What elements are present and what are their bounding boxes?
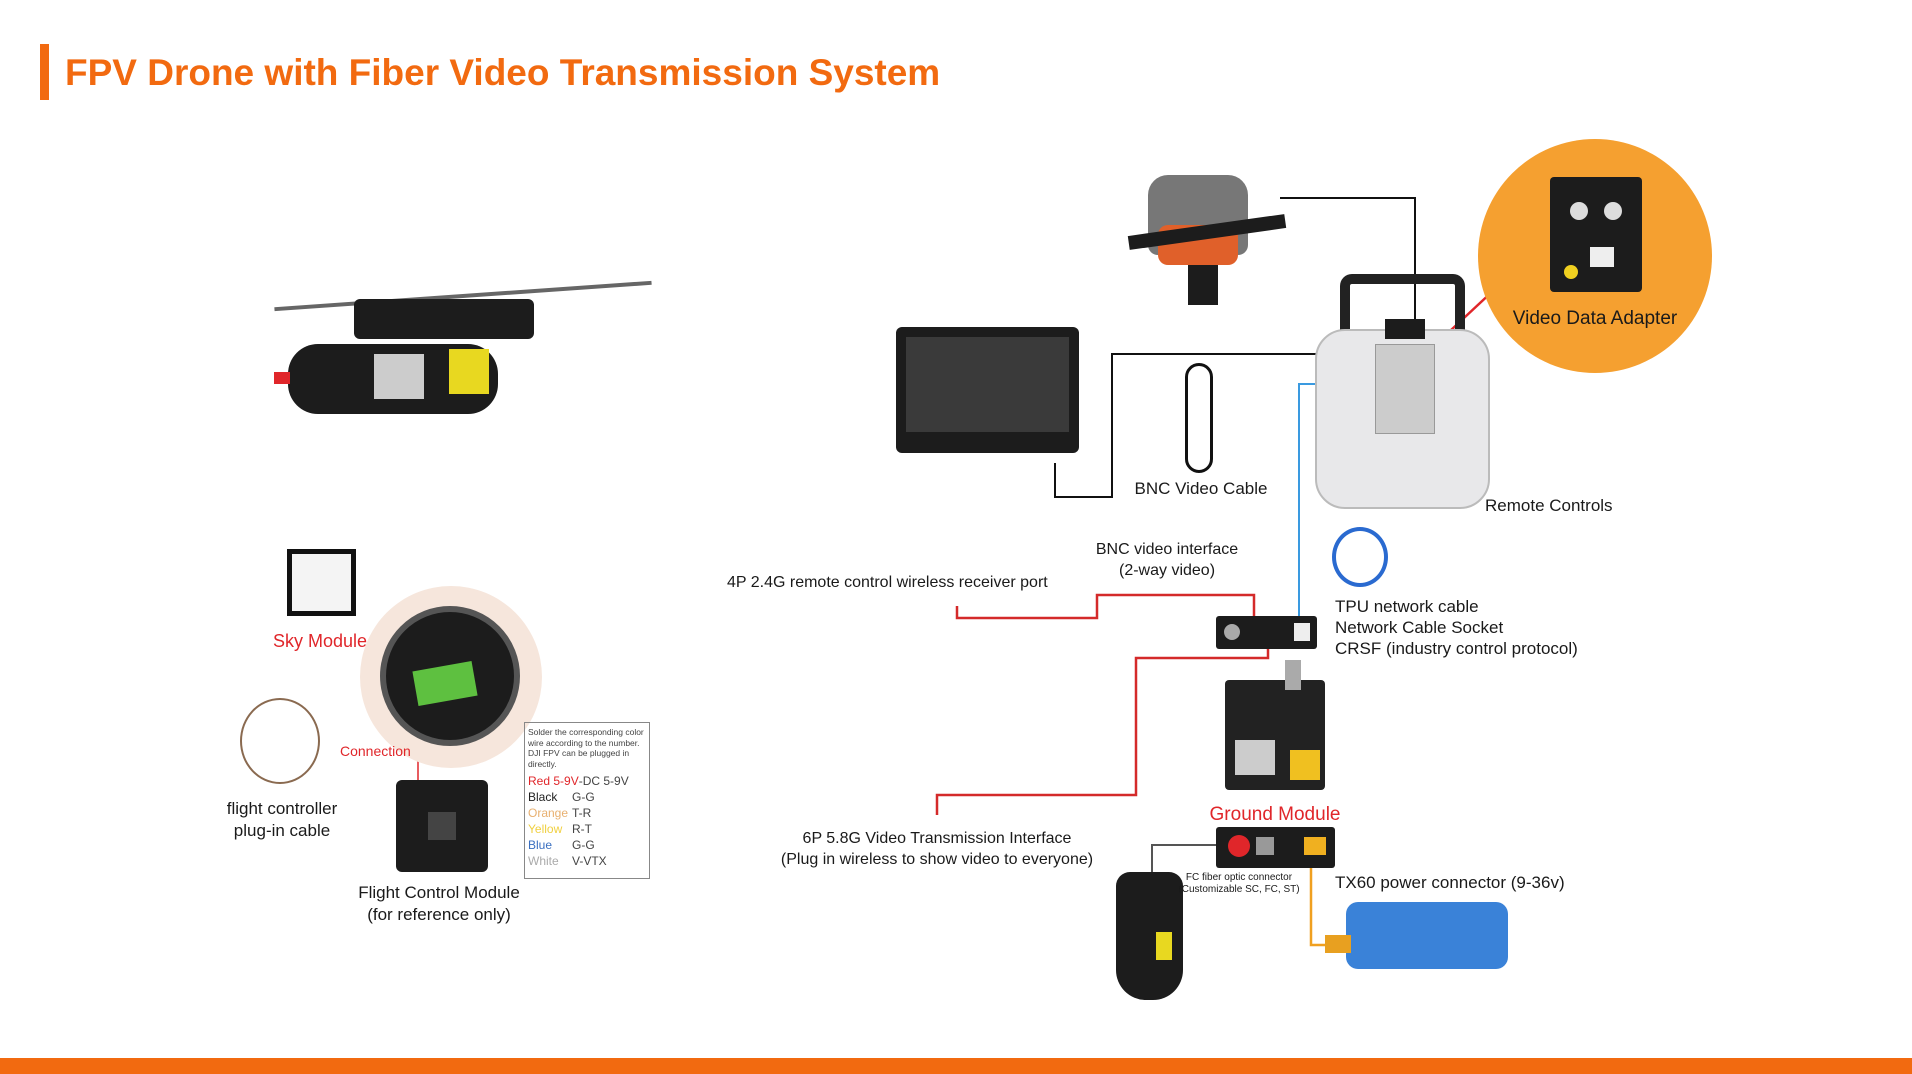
- vtx-label-2: (Plug in wireless to show video to every…: [780, 851, 1094, 868]
- fc-module-label-2: (for reference only): [367, 905, 511, 924]
- bnc-cable-label: BNC Video Cable: [1134, 479, 1268, 498]
- remote-controller-image: [1305, 274, 1500, 524]
- wiring-row: Black G-G: [528, 789, 646, 805]
- fpv-goggles-image: [1127, 165, 1287, 311]
- wire-color: White: [528, 854, 559, 869]
- fiber-spool-image: [360, 586, 542, 768]
- remote-controls-label: Remote Controls: [1485, 496, 1613, 515]
- wire-pin: G-G: [572, 838, 595, 853]
- ground-box-image: [1216, 827, 1335, 868]
- video-adapter-image: [1550, 177, 1642, 292]
- wire-color: Yellow: [528, 822, 563, 837]
- power-label: TX60 power connector (9-36v): [1335, 873, 1565, 892]
- fc-cable-image: [240, 698, 320, 784]
- fc-cable-label-1: flight controller: [226, 799, 338, 818]
- rc-port-line: [955, 593, 1256, 622]
- bnc-cable-image: [1185, 363, 1213, 473]
- fc-module-label-1: Flight Control Module: [358, 883, 520, 902]
- wire-color: Black: [528, 789, 558, 804]
- sky-module-label: Sky Module: [272, 631, 368, 651]
- wire-pin: V-VTX: [572, 854, 607, 869]
- fiber-reel-image: [1116, 872, 1183, 1000]
- wiring-note: Solder the corresponding color wire acco…: [528, 727, 644, 769]
- ground-module-board-image: [1225, 660, 1325, 790]
- tx60-connector-icon: [1325, 935, 1351, 953]
- wire-color: Red 5-9V: [528, 773, 579, 788]
- drone-image: [274, 274, 652, 427]
- wire-pin: -DC 5-9V: [578, 773, 629, 788]
- connection-label: Connection: [340, 743, 411, 759]
- wire-pin: G-G: [572, 789, 595, 804]
- flight-controller-image: [396, 780, 488, 872]
- footer-accent-bar: [0, 1058, 1912, 1074]
- fiber-connector-label-1: FC fiber optic connector: [1185, 872, 1293, 883]
- tpu-cable-image: [1332, 527, 1388, 587]
- goggles-line: [1280, 197, 1416, 354]
- page-title: FPV Drone with Fiber Video Transmission …: [65, 52, 941, 93]
- rc-port-label: 4P 2.4G remote control wireless receiver…: [727, 574, 1048, 591]
- wire-pin: R-T: [572, 822, 592, 837]
- monitor-image: [896, 327, 1079, 453]
- battery-image: [1346, 902, 1508, 969]
- vtx-line: [935, 646, 1270, 815]
- wire-pin: T-R: [572, 805, 592, 820]
- wiring-table: Solder the corresponding color wire acco…: [524, 722, 650, 879]
- vtx-label-1: 6P 5.8G Video Transmission Interface: [802, 830, 1072, 847]
- bnc-interface-label-2: (2-way video): [1118, 562, 1216, 579]
- fiber-connector-label-2: (Customizable SC, FC, ST): [1178, 884, 1300, 895]
- bnc-interface-label-1: BNC video interface: [1095, 541, 1239, 558]
- fc-cable-label-2: plug-in cable: [233, 821, 331, 840]
- receiver-box-image: [1216, 616, 1317, 649]
- wiring-row: Yellow R-T: [528, 821, 646, 837]
- crsf-label: CRSF (industry control protocol): [1335, 639, 1578, 658]
- sky-module-image: [287, 549, 356, 616]
- video-adapter-callout: Video Data Adapter: [1478, 139, 1712, 373]
- wiring-row: Blue G-G: [528, 837, 646, 853]
- title-accent-bar: [40, 44, 49, 100]
- socket-label: Network Cable Socket: [1335, 618, 1504, 637]
- wire-color: Orange: [528, 805, 569, 820]
- wiring-row: Red 5-9V-DC 5-9V: [528, 773, 646, 789]
- wiring-row: White V-VTX: [528, 853, 646, 869]
- ground-module-label: Ground Module: [1209, 804, 1341, 825]
- monitor-line: [1054, 353, 1396, 498]
- fiber-line: [1151, 844, 1225, 878]
- wire-color: Blue: [528, 838, 553, 853]
- tpu-label: TPU network cable: [1335, 597, 1479, 616]
- video-adapter-label: Video Data Adapter: [1512, 308, 1678, 329]
